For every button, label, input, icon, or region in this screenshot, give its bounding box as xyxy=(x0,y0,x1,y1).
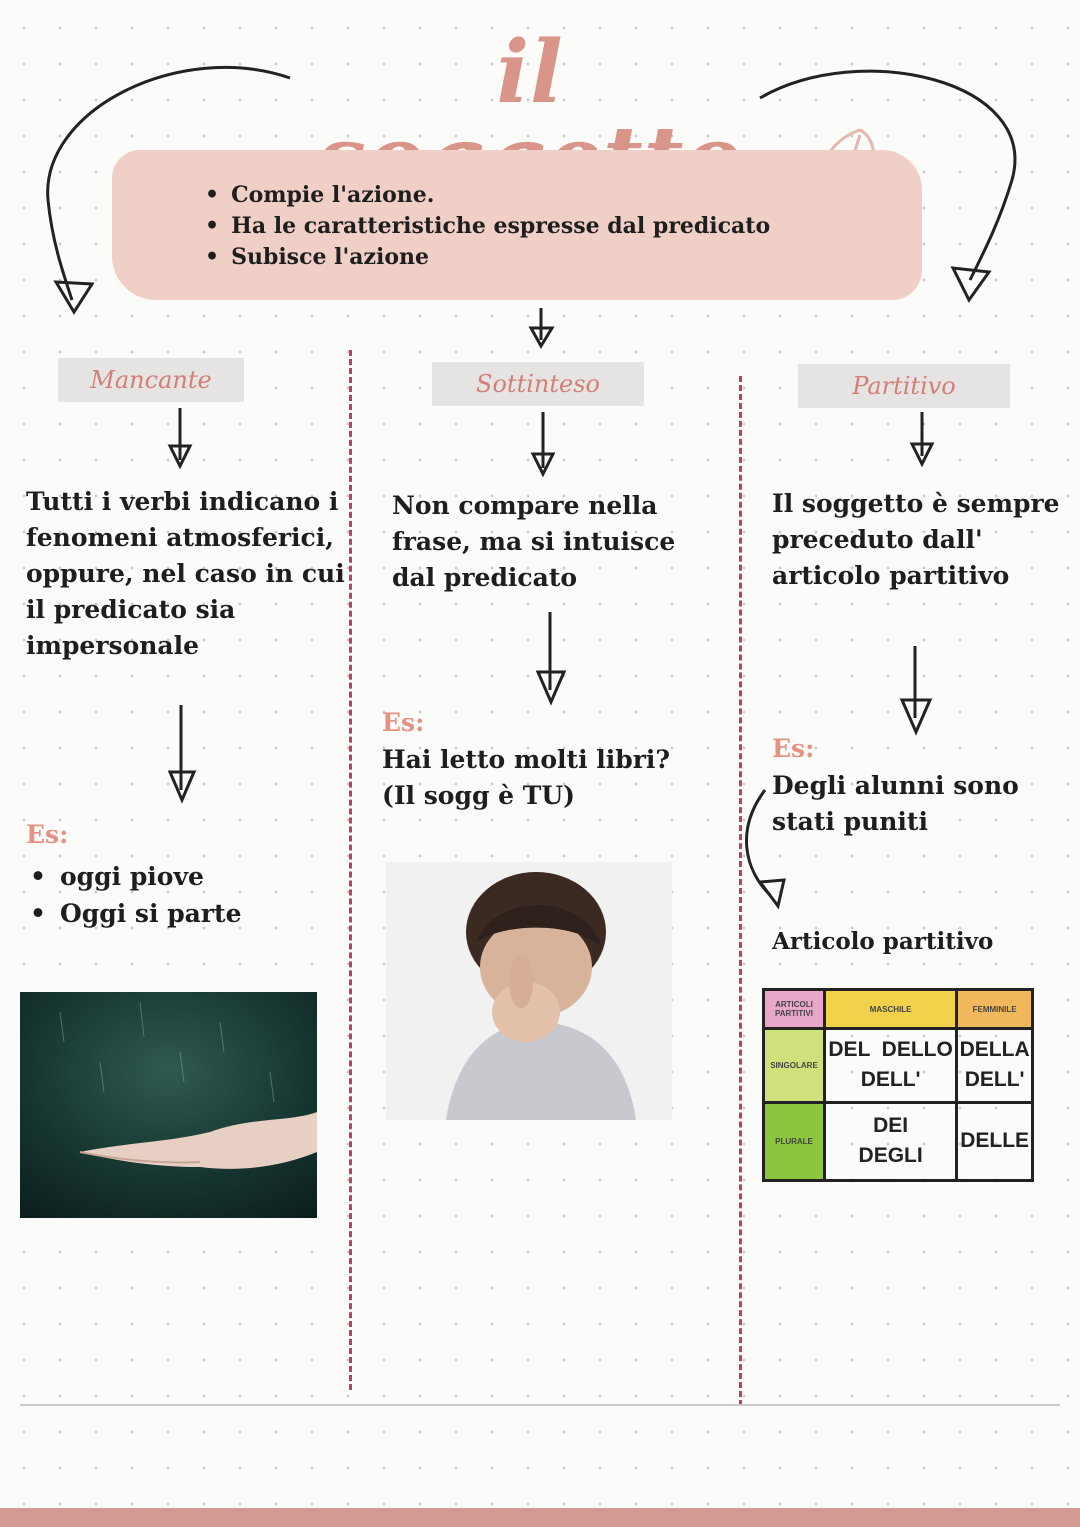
bottom-bar xyxy=(0,1508,1080,1527)
example-item: oggi piove xyxy=(30,858,242,895)
sottinteso-example-question: Hai letto molti libri? xyxy=(382,745,671,774)
partitive-table-title: Articolo partitivo xyxy=(772,928,994,955)
example-item: Oggi si parte xyxy=(30,895,242,932)
sottinteso-description: Non compare nella frase, ma si intuisce … xyxy=(392,491,676,592)
table-cell: DEI DEGLI xyxy=(822,1100,959,1183)
partitivo-description: Il soggetto è sempre preceduto dall' art… xyxy=(772,489,1060,590)
partitive-articles-table: ARTICOLI PARTITIVI MASCHILE FEMMINILE SI… xyxy=(762,987,1034,1183)
table-row-singolare: SINGOLARE xyxy=(762,1027,826,1104)
table-cell-text: DEL DELLO xyxy=(828,1038,953,1062)
table-cell: DELLA DELL' xyxy=(955,1027,1034,1104)
partitivo-example-line2: stati puniti xyxy=(772,807,928,836)
partitivo-example-line1: Degli alunni sono xyxy=(772,771,1019,800)
summary-item: Ha le caratteristiche espresse dal predi… xyxy=(205,211,770,242)
summary-item: Subisce l'azione xyxy=(205,242,770,273)
summary-item: Compie l'azione. xyxy=(205,180,770,211)
child-pointing-photo xyxy=(386,862,672,1120)
mancante-example-label: Es: xyxy=(26,820,69,849)
label-partitivo: Partitivo xyxy=(798,364,1010,408)
table-cell-text: DEGLI xyxy=(858,1144,923,1168)
table-cell: DELLE xyxy=(955,1100,1034,1183)
column-divider xyxy=(739,376,742,1406)
table-cell-text: DELL' xyxy=(860,1068,921,1092)
mancante-description: Tutti i verbi indicano i fenomeni atmosf… xyxy=(26,487,345,660)
rain-hand-photo xyxy=(20,992,317,1218)
table-header-masc: MASCHILE xyxy=(822,987,959,1031)
summary-list: Compie l'azione. Ha le caratteristiche e… xyxy=(205,180,770,273)
column-divider xyxy=(349,350,352,1390)
table-row-plurale: PLURALE xyxy=(762,1100,826,1183)
table-cell-text: DELL' xyxy=(964,1068,1025,1092)
table-cell: DEL DELLO DELL' xyxy=(822,1027,959,1104)
sottinteso-example-note: (Il sogg è TU) xyxy=(382,781,575,810)
table-header-fem: FEMMINILE xyxy=(955,987,1034,1031)
table-cell-text: DEI xyxy=(873,1114,909,1138)
table-corner-cell: ARTICOLI PARTITIVI xyxy=(762,987,826,1031)
partitivo-example-label: Es: xyxy=(772,734,815,763)
label-mancante: Mancante xyxy=(58,358,244,402)
sottinteso-example-label: Es: xyxy=(382,708,425,737)
table-cell-text: DELLA xyxy=(959,1038,1030,1062)
bottom-rule xyxy=(20,1404,1060,1406)
mancante-examples: oggi piove Oggi si parte xyxy=(30,858,242,932)
label-sottinteso: Sottinteso xyxy=(432,362,644,406)
